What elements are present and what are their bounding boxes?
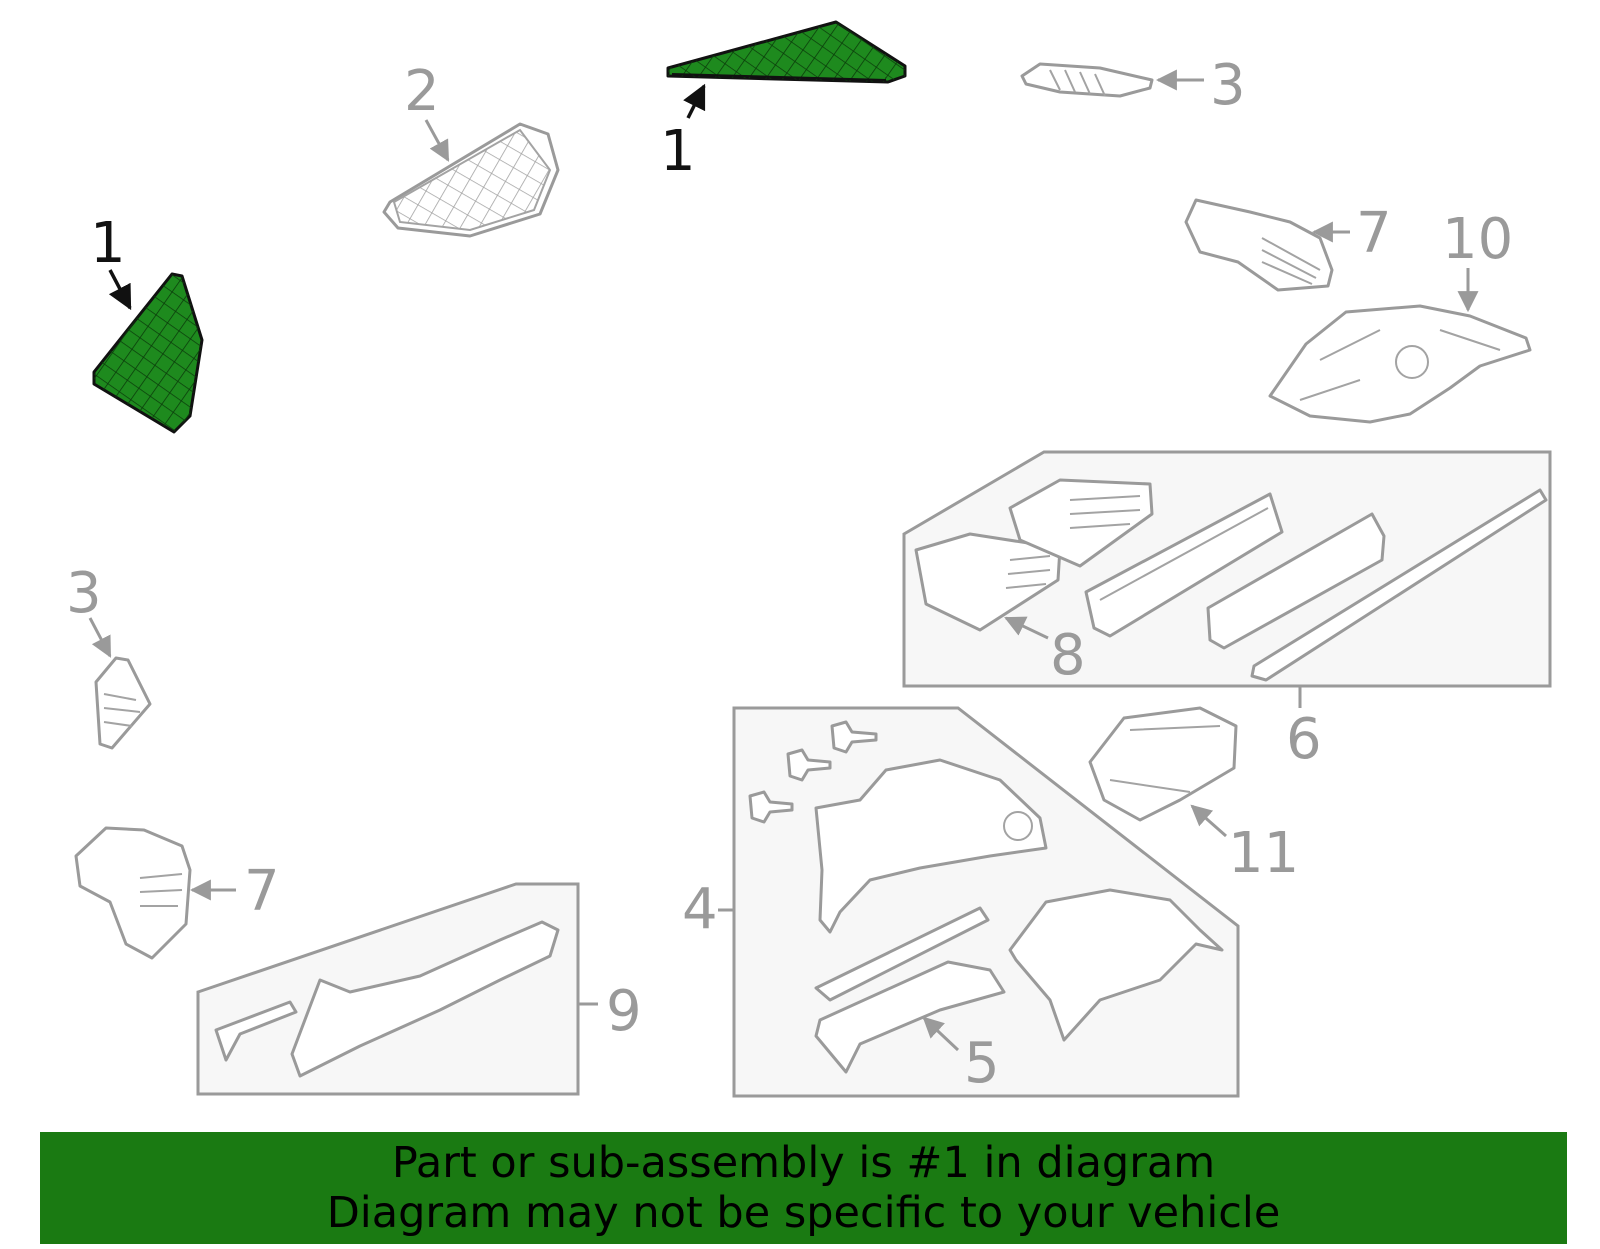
part-5-trim-strip[interactable] <box>814 906 1006 1074</box>
callout-9: 9 <box>606 979 642 1044</box>
part-7-left-air-vent[interactable] <box>74 826 192 960</box>
part-1-left-speaker-grille[interactable] <box>92 272 204 434</box>
leader-arrow <box>922 1016 960 1052</box>
part-4-dash-panel[interactable] <box>814 758 1048 934</box>
callout-11: 11 <box>1228 821 1299 886</box>
part-10-mounting-bracket[interactable] <box>1268 304 1532 424</box>
banner-line-1: Part or sub-assembly is #1 in diagram <box>391 1138 1216 1188</box>
panel-6-vent-center[interactable] <box>1008 478 1154 568</box>
part-3-top-vent-trim[interactable] <box>1020 62 1154 98</box>
part-9-bracket[interactable] <box>214 1000 298 1062</box>
panel-4-cover[interactable] <box>1008 888 1224 1042</box>
part-8-vent[interactable] <box>914 532 1062 632</box>
callout-8: 8 <box>1050 623 1086 688</box>
callout-6: 6 <box>1286 707 1322 772</box>
panel-6-vent-bezel[interactable] <box>1084 492 1284 638</box>
leader-arrow <box>683 83 706 119</box>
part-2-center-speaker-grille[interactable] <box>382 122 560 238</box>
callout-1-top: 1 <box>660 119 696 184</box>
callout-4: 4 <box>682 877 718 942</box>
part-3-left-vent-trim[interactable] <box>94 656 152 750</box>
callout-2: 2 <box>404 59 440 124</box>
part-9-trim-panel[interactable] <box>290 920 560 1078</box>
part-7-top-air-vent[interactable] <box>1184 198 1334 292</box>
info-banner: Part or sub-assembly is #1 in diagram Di… <box>40 1132 1567 1244</box>
leader-arrow <box>108 269 132 311</box>
callout-1-left: 1 <box>90 211 126 276</box>
part-1-top-speaker-grille[interactable] <box>666 20 907 84</box>
panel-6-long-trim[interactable] <box>1250 488 1548 682</box>
leader-arrow <box>1004 616 1049 640</box>
callout-10: 10 <box>1442 207 1513 272</box>
panel-6-trim-strip[interactable] <box>1206 512 1386 650</box>
callout-7-left: 7 <box>244 859 280 924</box>
leader-arrow <box>1190 804 1227 838</box>
banner-line-2: Diagram may not be specific to your vehi… <box>326 1188 1281 1238</box>
callout-7-top: 7 <box>1356 201 1392 266</box>
part-11-airbag-module[interactable] <box>1088 706 1238 822</box>
callout-3-left: 3 <box>66 561 102 626</box>
callout-3-top: 3 <box>1210 53 1246 118</box>
panel-4-screws[interactable] <box>748 720 878 824</box>
callout-5: 5 <box>964 1031 1000 1096</box>
leader-arrow <box>424 119 450 162</box>
leader-arrow <box>88 617 112 658</box>
